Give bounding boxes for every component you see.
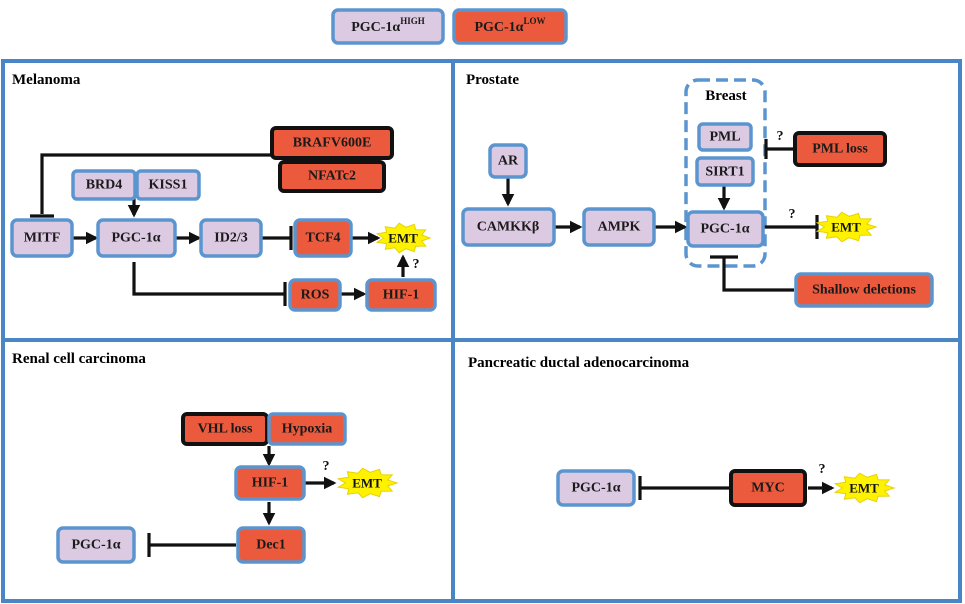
svg-text:PGC-1αHIGH: PGC-1αHIGH (351, 16, 425, 35)
node-dec1-label: Dec1 (256, 538, 286, 553)
pancreatic-edges (638, 476, 835, 500)
node-renal-hif: HIF-1 (234, 465, 306, 501)
node-id23: ID2/3 (199, 218, 263, 258)
node-hypoxia: Hypoxia (267, 412, 347, 446)
node-prostate-pgc-label: PGC-1α (700, 222, 749, 237)
node-myc-label: MYC (751, 481, 784, 496)
emt-starburst-icon (375, 222, 432, 254)
node-prostate-pgc: PGC-1α (686, 210, 765, 248)
node-renal-pgc: PGC-1α (56, 526, 136, 564)
prostate-question-mark-emt: ? (789, 207, 796, 222)
renal-emt-burst: EMT (336, 467, 399, 499)
emt-starburst-icon (833, 472, 896, 504)
legend-high-sup: HIGH (400, 16, 425, 26)
legend-low-sup: LOW (524, 16, 546, 26)
node-kiss1-label: KISS1 (149, 178, 188, 193)
edge-shallow-inhibits-pgc (722, 258, 794, 292)
node-tcf4: TCF4 (293, 218, 353, 258)
panel-title-prostate: Prostate (466, 72, 519, 88)
node-renal-pgc-label: PGC-1α (71, 538, 120, 553)
legend-high: PGC-1αHIGH (331, 8, 445, 45)
pancreatic-emt-burst: EMT (833, 472, 896, 504)
edge-pgc-inhibits-ros (132, 262, 284, 296)
node-melanoma-pgc: PGC-1α (96, 218, 177, 258)
svg-text:PGC-1αLOW: PGC-1αLOW (474, 16, 545, 35)
node-ros: ROS (288, 278, 342, 312)
node-sirt1: SIRT1 (695, 156, 755, 187)
melanoma-question-mark: ? (413, 257, 420, 272)
prostate-question-mark-pml: ? (777, 129, 784, 144)
node-renal-hif-label: HIF-1 (252, 476, 289, 491)
legend-low: PGC-1αLOW (452, 8, 568, 45)
melanoma-emt-burst: EMT (375, 222, 432, 254)
node-ar-label: AR (498, 154, 519, 169)
node-pancreatic-pgc: PGC-1α (556, 469, 636, 507)
legend-high-label: PGC-1α (351, 20, 400, 35)
node-myc: MYC (729, 469, 807, 507)
node-mitf-label: MITF (24, 231, 61, 246)
melanoma-edges (30, 153, 410, 306)
edge-braf-inhibits-mitf (40, 153, 272, 214)
panel-title-melanoma: Melanoma (12, 72, 81, 88)
emt-starburst-icon (815, 211, 878, 243)
panel-title-renal: Renal cell carcinoma (12, 351, 146, 367)
panel-title-breast: Breast (705, 88, 746, 104)
node-camkk: CAMKKβ (461, 207, 556, 247)
panel-title-pancreatic: Pancreatic ductal adenocarcinoma (468, 355, 690, 371)
node-pml-label: PML (709, 130, 740, 145)
node-braf: BRAFV600E (270, 126, 394, 160)
pancreatic-question-mark: ? (819, 462, 826, 477)
node-shallow-deletions-label: Shallow deletions (812, 283, 916, 298)
node-melanoma-hif: HIF-1 (365, 278, 437, 312)
prostate-emt-label: EMT (831, 220, 861, 235)
node-kiss1: KISS1 (135, 169, 201, 201)
renal-question-mark: ? (323, 459, 330, 474)
node-nfatc2: NFATc2 (278, 160, 386, 193)
node-pancreatic-pgc-label: PGC-1α (571, 481, 620, 496)
melanoma-emt-label: EMT (388, 231, 418, 246)
legend-low-label: PGC-1α (474, 20, 523, 35)
node-melanoma-pgc-label: PGC-1α (111, 231, 160, 246)
pancreatic-emt-label: EMT (849, 481, 879, 496)
node-ar: AR (488, 143, 528, 179)
node-dec1: Dec1 (236, 526, 306, 564)
renal-emt-label: EMT (352, 476, 382, 491)
node-ampk: AMPK (582, 207, 656, 247)
panels-outer-frame (1, 59, 962, 603)
node-vhl-loss: VHL loss (181, 412, 269, 446)
emt-starburst-icon (336, 467, 399, 499)
node-tcf4-label: TCF4 (306, 231, 341, 246)
node-melanoma-hif-label: HIF-1 (383, 288, 420, 303)
node-brd4: BRD4 (71, 169, 137, 201)
prostate-emt-burst: EMT (815, 211, 878, 243)
node-braf-label: BRAFV600E (293, 136, 372, 151)
node-id23-label: ID2/3 (214, 231, 247, 246)
renal-edges (147, 446, 337, 557)
node-ros-label: ROS (301, 288, 330, 303)
node-pml-loss: PML loss (793, 131, 887, 167)
node-shallow-deletions: Shallow deletions (794, 272, 934, 308)
node-hypoxia-label: Hypoxia (282, 422, 333, 437)
legend: PGC-1αHIGH PGC-1αLOW (331, 8, 568, 45)
prostate-edges (501, 139, 819, 292)
node-brd4-label: BRD4 (86, 178, 123, 193)
node-pml-loss-label: PML loss (812, 142, 868, 157)
node-ampk-label: AMPK (598, 220, 641, 235)
node-mitf: MITF (10, 218, 74, 258)
node-camkk-label: CAMKKβ (477, 220, 540, 235)
node-nfatc2-label: NFATc2 (308, 169, 356, 184)
node-pml: PML (697, 122, 753, 152)
node-sirt1-label: SIRT1 (705, 165, 744, 180)
node-vhl-loss-label: VHL loss (198, 422, 253, 437)
